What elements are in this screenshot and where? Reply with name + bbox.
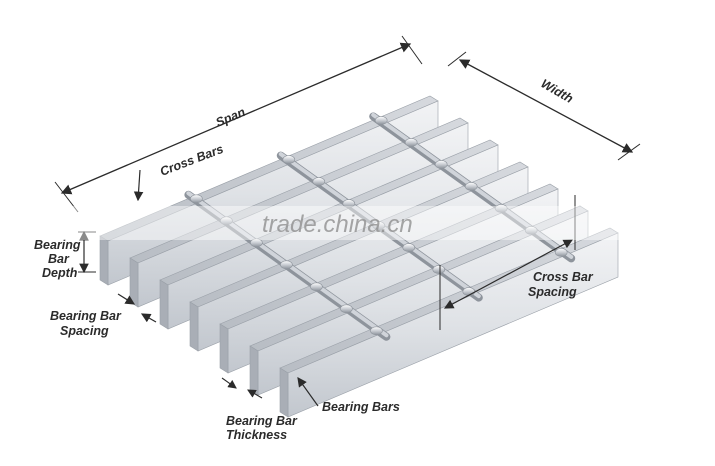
- bearing-bar-spacing-line2: Spacing: [60, 324, 109, 338]
- width-label: Width: [539, 76, 576, 106]
- weld-joint: [340, 304, 353, 314]
- bearing-bar-end: [249, 345, 259, 396]
- bearing-bar-end: [189, 301, 199, 352]
- width-dimension: Width: [447, 51, 641, 161]
- weld-joint: [310, 282, 323, 292]
- bearing-bar-end: [219, 323, 229, 374]
- bearing-bar-end: [279, 367, 289, 418]
- weld-joint: [464, 182, 478, 191]
- weld-joint: [370, 326, 383, 336]
- weld-joint: [404, 138, 418, 147]
- bearing-bar-end: [129, 257, 139, 308]
- weld-joint: [282, 155, 296, 164]
- bearing-bar-depth-line2: Bar: [48, 252, 70, 266]
- weld-joint: [342, 199, 356, 208]
- bearing-bar-end: [99, 235, 109, 286]
- bearing-bar-thickness-callout: Bearing Bar Thickness: [221, 377, 298, 442]
- weld-joint: [494, 204, 508, 213]
- span-label: Span: [214, 105, 248, 130]
- weld-joint: [190, 194, 203, 204]
- bearing-bars-label: Bearing Bars: [322, 400, 400, 414]
- watermark: trade.china.cn: [0, 206, 715, 240]
- cross-bar-spacing-line1: Cross Bar: [533, 270, 594, 284]
- weld-joint: [312, 177, 326, 186]
- weld-joint: [280, 260, 293, 270]
- weld-joint: [220, 216, 233, 226]
- bearing-bar-spacing-line1: Bearing Bar: [50, 309, 122, 323]
- bearing-bar-end: [159, 279, 169, 330]
- bearing-bar-depth-line3: Depth: [42, 266, 78, 280]
- bearing-bar-thickness-line1: Bearing Bar: [226, 414, 298, 428]
- weld-joint: [432, 265, 446, 274]
- weld-joint: [434, 160, 448, 169]
- weld-joint: [372, 221, 386, 230]
- watermark-text: trade.china.cn: [262, 211, 413, 238]
- cross-bar-spacing-line2: Spacing: [528, 285, 577, 299]
- bearing-bar-depth-line1: Bearing: [34, 238, 81, 252]
- weld-joint: [524, 226, 538, 235]
- weld-joint: [402, 243, 416, 252]
- cross-bar-spacing-callout: Cross Bar Spacing: [439, 195, 594, 330]
- bearing-bar-thickness-line2: Thickness: [226, 428, 287, 442]
- weld-joint: [554, 248, 568, 257]
- bearing-bar-spacing-callout: Bearing Bar Spacing: [50, 293, 157, 338]
- weld-joint: [250, 238, 263, 248]
- bearing-bars-callout: Bearing Bars: [297, 377, 400, 414]
- bearing-bar-depth-callout: Bearing Bar Depth: [34, 230, 96, 280]
- weld-joint: [374, 116, 388, 125]
- weld-joint: [462, 287, 476, 296]
